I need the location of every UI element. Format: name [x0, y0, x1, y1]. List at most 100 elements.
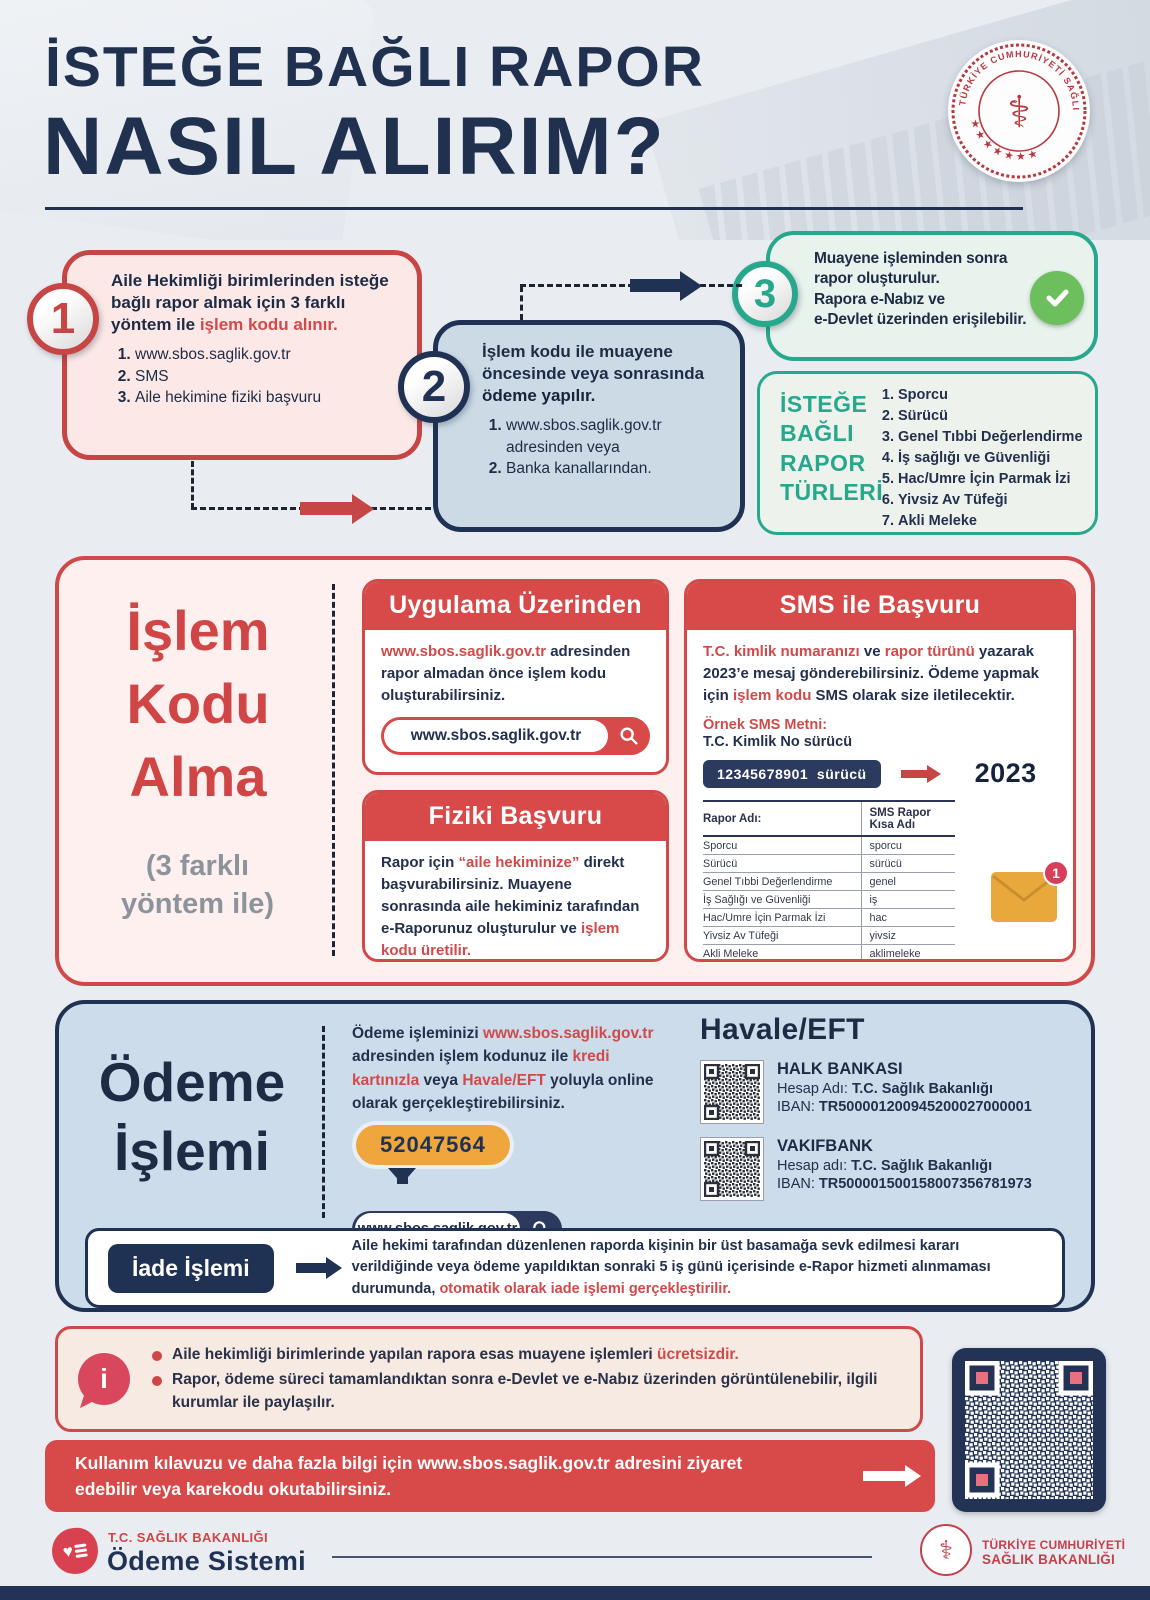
list-item: Akli Meleke	[898, 511, 1083, 532]
report-types-box: İSTEĞE BAĞLI RAPOR TÜRLERİ Sporcu Sürücü…	[757, 371, 1098, 535]
qr-code-icon	[700, 1137, 764, 1201]
bank-entry: VAKIFBANK Hesap adı: T.C. Sağlık Bakanlı…	[700, 1137, 1085, 1201]
arrow-right-icon	[300, 493, 374, 524]
footer-brand-name: Ödeme Sistemi	[107, 1546, 306, 1576]
bullet-dot	[152, 1376, 162, 1387]
sms-card: SMS ile Başvuru T.C. kimlik numaranızı v…	[684, 579, 1076, 962]
info-bullet: Aile hekimliği birimlerinde yapılan rapo…	[152, 1344, 902, 1366]
bank-account: Hesap Adı: T.C. Sağlık Bakanlığı	[777, 1081, 993, 1097]
islem-kodu-title: İşlem Kodu Alma	[126, 599, 270, 808]
footer-ministry-line1: TÜRKİYE CUMHURİYETİ	[982, 1538, 1126, 1552]
connector-2-vertical	[520, 286, 523, 320]
odeme-title: Ödeme İşlemi	[98, 1051, 286, 1182]
step-2-text: İşlem kodu ile muayene öncesinde veya so…	[482, 342, 705, 406]
iade-box: İade İşlemi Aile hekimi tarafından düzen…	[85, 1228, 1065, 1308]
odeme-payment-column: Ödeme işleminizi www.sbos.saglik.gov.tr …	[352, 1022, 672, 1247]
fiziki-card-text: Rapor için “aile hekiminize” direkt başv…	[381, 854, 640, 960]
arrow-right-icon	[863, 1465, 921, 1487]
list-item: Yivsiz Av Tüfeği	[898, 490, 1083, 511]
caduceus-icon: ⚕	[1007, 88, 1031, 137]
info-box: i Aile hekimliği birimlerinde yapılan ra…	[55, 1326, 923, 1432]
report-types-title: İSTEĞE BAĞLI RAPOR TÜRLERİ	[780, 391, 884, 506]
list-item: SMS	[135, 366, 405, 387]
sms-short-code: 2023	[974, 758, 1037, 789]
footer-brand-top: T.C. SAĞLIK BAKANLIĞI	[108, 1530, 269, 1545]
list-item: Sporcu	[898, 385, 1083, 406]
search-url-text: www.sbos.saglik.gov.tr	[384, 720, 608, 753]
ministry-seal-icon: TÜRKİYE CUMHURİYETİ SAĞLIK BAKANLIĞI ★ ★…	[944, 31, 1087, 179]
list-item: Hac/Umre İçin Parmak İzi	[898, 469, 1083, 490]
list-item: İş sağlığı ve Güvenliği	[898, 448, 1083, 469]
sample-sms-label: Örnek SMS Metni:	[703, 717, 828, 734]
connector-1-vertical	[191, 461, 194, 509]
bank-iban: IBAN: TR500001500158007356781973	[777, 1176, 1032, 1192]
bank-entry: HALK BANKASI Hesap Adı: T.C. Sağlık Baka…	[700, 1060, 1085, 1124]
odeme-paragraph: Ödeme işleminizi www.sbos.saglik.gov.tr …	[352, 1025, 654, 1112]
step-1-number: 1	[27, 283, 99, 355]
bullet-dot	[152, 1350, 162, 1361]
bank-iban: IBAN: TR500001200945200027000001	[777, 1099, 1032, 1115]
page-title-line1: İSTEĞE BAĞLI RAPOR	[45, 35, 705, 99]
islem-kodu-subtitle: (3 farklı yöntem ile)	[120, 850, 275, 920]
ministry-seal-small-icon: ⚕	[920, 1524, 972, 1576]
step-1-methods-list: www.sbos.saglik.gov.tr SMS Aile hekimine…	[135, 344, 405, 408]
bottom-cta-bar: Kullanım kılavuzu ve daha fazla bilgi iç…	[45, 1440, 935, 1512]
ministry-seal-logo: TÜRKİYE CUMHURİYETİ SAĞLIK BAKANLIĞI ★ ★…	[944, 31, 1090, 182]
arrow-right-icon	[630, 270, 702, 301]
page-title-line2: NASIL ALIRIM?	[43, 101, 666, 192]
heart-icon: ♥	[61, 1541, 75, 1562]
sms-card-text: T.C. kimlik numaranızı ve rapor türünü y…	[703, 643, 1039, 705]
havale-eft-column: Havale/EFT HALK BANKASI Hesap Adı: T.C. …	[700, 1013, 1085, 1201]
iade-label-pill: İade İşlemi	[108, 1243, 274, 1293]
iade-text: Aile hekimi tarafından düzenlenen rapord…	[351, 1238, 991, 1297]
notification-badge: 1	[1043, 860, 1069, 886]
odeme-sistemi-logo: ♥	[49, 1525, 101, 1577]
list-item: Sürücü	[898, 406, 1083, 427]
main-qr-code	[952, 1348, 1106, 1512]
cta-text: Kullanım kılavuzu ve daha fazla bilgi iç…	[75, 1452, 743, 1499]
report-types-list: Sporcu Sürücü Genel Tıbbi Değerlendirme …	[898, 385, 1083, 532]
search-bar: www.sbos.saglik.gov.tr	[381, 717, 650, 756]
list-lines-icon	[74, 1541, 88, 1560]
step-1-card: 1 Aile Hekimliği birimlerinden isteğe ba…	[27, 250, 422, 460]
step-3-text: Muayene işleminden sonra rapor oluşturul…	[814, 250, 1027, 329]
fiziki-card-header: Fiziki Başvuru	[365, 793, 666, 841]
bank-name: VAKIFBANK	[777, 1137, 873, 1155]
section-divider-dashed	[322, 1026, 325, 1218]
qr-code-icon	[700, 1060, 764, 1124]
list-item: www.sbos.saglik.gov.tr	[135, 344, 405, 365]
islem-kodu-pill: 52047564	[356, 1125, 510, 1165]
table-header: Rapor Adı:	[703, 800, 862, 838]
arrow-right-icon	[295, 1263, 326, 1273]
footer-divider	[332, 1556, 872, 1558]
step-2-card: 2 İşlem kodu ile muayene öncesinde veya …	[398, 320, 745, 532]
uygulama-card-text: www.sbos.saglik.gov.tr adresinden rapor …	[381, 643, 631, 705]
arrow-down-icon	[388, 1168, 416, 1202]
step-2-number: 2	[398, 351, 470, 423]
info-icon: i	[78, 1353, 130, 1405]
step-1-text: Aile Hekimliği birimlerinden isteğe bağl…	[111, 271, 389, 335]
step-3-card: 3 Muayene işleminden sonra rapor oluştur…	[732, 231, 1098, 361]
step-2-methods-list: www.sbos.saglik.gov.tr adresinden veya B…	[506, 415, 728, 479]
list-item: Aile hekimine fiziki başvuru	[135, 387, 405, 408]
footer-ministry-line2: SAĞLIK BAKANLIĞI	[982, 1552, 1115, 1567]
list-item: Genel Tıbbi Değerlendirme	[898, 427, 1083, 448]
envelope-icon: 1	[991, 860, 1069, 922]
uygulama-card: Uygulama Üzerinden www.sbos.saglik.gov.t…	[362, 579, 669, 775]
check-icon	[1030, 271, 1084, 325]
fiziki-card: Fiziki Başvuru Rapor için “aile hekimini…	[362, 790, 669, 962]
bottom-navy-bar	[0, 1586, 1150, 1600]
bank-name: HALK BANKASI	[777, 1060, 903, 1078]
list-item: www.sbos.saglik.gov.tr adresinden veya	[506, 415, 728, 458]
title-divider	[45, 207, 1023, 210]
sms-card-header: SMS ile Başvuru	[687, 582, 1073, 630]
section-divider-dashed	[332, 584, 335, 956]
